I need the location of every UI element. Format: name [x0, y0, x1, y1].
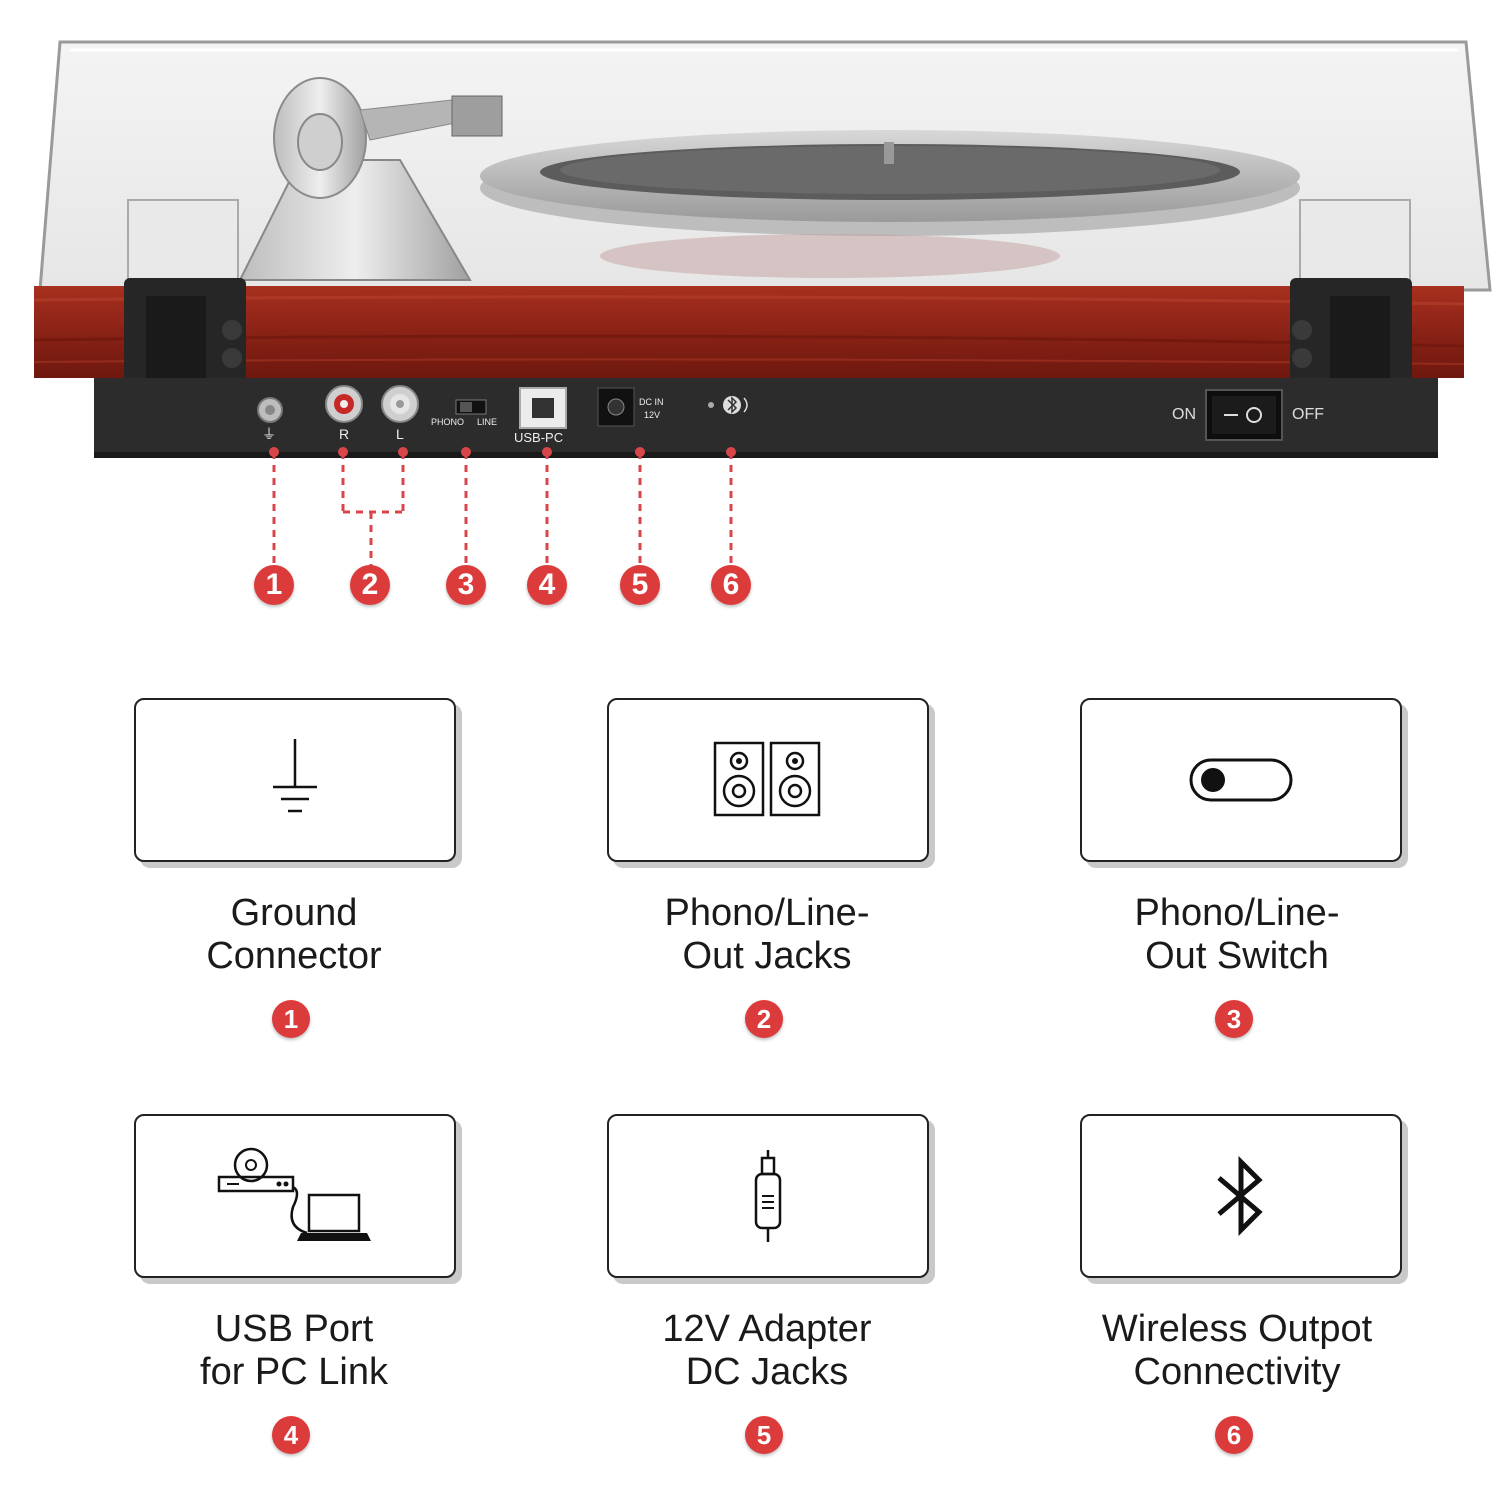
- feature-card-dc: [607, 1114, 929, 1278]
- caption-line-1: USB Port: [214, 1308, 374, 1350]
- toggle-switch-icon: [1189, 758, 1293, 802]
- caption-line-1: Phono/Line-: [1134, 892, 1340, 934]
- callout-badge-4: 4: [527, 565, 567, 605]
- switch-line-label: LINE: [477, 417, 498, 427]
- caption-line-2: Connectivity: [1133, 1351, 1341, 1393]
- caption-line-2: for PC Link: [200, 1351, 388, 1393]
- jack-r-label: R: [339, 426, 350, 442]
- callout-badge-3: 3: [446, 565, 486, 605]
- caption-line-1: Ground: [230, 892, 358, 934]
- feature-card-usb: [134, 1114, 456, 1278]
- caption-line-2: Out Switch: [1145, 935, 1329, 977]
- switch-phono-label: PHONO: [431, 417, 465, 427]
- callout-badge-6: 6: [711, 565, 751, 605]
- turntable-rear-view: ⏚ R L PHONO LINE USB-PC DC IN 12V ON OFF…: [0, 0, 1498, 640]
- feature-badge-4: 4: [272, 1416, 310, 1454]
- caption-line-1: Wireless Outpot: [1101, 1308, 1373, 1350]
- caption-line-2: DC Jacks: [685, 1351, 849, 1393]
- power-on-label: ON: [1172, 406, 1196, 423]
- power-off-label: OFF: [1292, 406, 1324, 423]
- caption-line-1: 12V Adapter: [662, 1308, 872, 1350]
- usb-pc-label: USB-PC: [514, 430, 564, 445]
- bluetooth-icon: [1217, 1156, 1263, 1236]
- caption-line-2: Connector: [206, 935, 382, 977]
- speakers-icon: [713, 741, 821, 817]
- feature-card-ground: [134, 698, 456, 862]
- feature-caption-switch: Phono/Line- Out Switch: [1077, 892, 1397, 978]
- feature-caption-dc: 12V Adapter DC Jacks: [607, 1308, 927, 1394]
- feature-card-switch: [1080, 698, 1402, 862]
- feature-caption-jacks: Phono/Line- Out Jacks: [607, 892, 927, 978]
- feature-badge-3: 3: [1215, 1000, 1253, 1038]
- callout-badge-1: 1: [254, 565, 294, 605]
- dc-voltage-label: 12V: [644, 410, 661, 420]
- dc-in-label: DC IN: [639, 397, 664, 407]
- callout-badge-2: 2: [350, 565, 390, 605]
- feature-caption-usb: USB Port for PC Link: [134, 1308, 454, 1394]
- dc-plug-icon: [754, 1150, 782, 1242]
- feature-badge-6: 6: [1215, 1416, 1253, 1454]
- callout-badge-5: 5: [620, 565, 660, 605]
- feature-card-bluetooth: [1080, 1114, 1402, 1278]
- feature-card-jacks: [607, 698, 929, 862]
- turntable-illustration: [33, 40, 1492, 566]
- jack-l-label: L: [396, 426, 404, 442]
- caption-line-1: Phono/Line-: [664, 892, 870, 934]
- ground-symbol-label: ⏚: [262, 426, 276, 442]
- pc-link-icon: [217, 1147, 371, 1241]
- feature-badge-2: 2: [745, 1000, 783, 1038]
- feature-caption-ground: Ground Connector: [134, 892, 454, 978]
- feature-badge-1: 1: [272, 1000, 310, 1038]
- caption-line-2: Out Jacks: [682, 935, 852, 977]
- feature-badge-5: 5: [745, 1416, 783, 1454]
- ground-icon: [273, 739, 317, 813]
- feature-caption-bluetooth: Wireless Outpot Connectivity: [1077, 1308, 1397, 1394]
